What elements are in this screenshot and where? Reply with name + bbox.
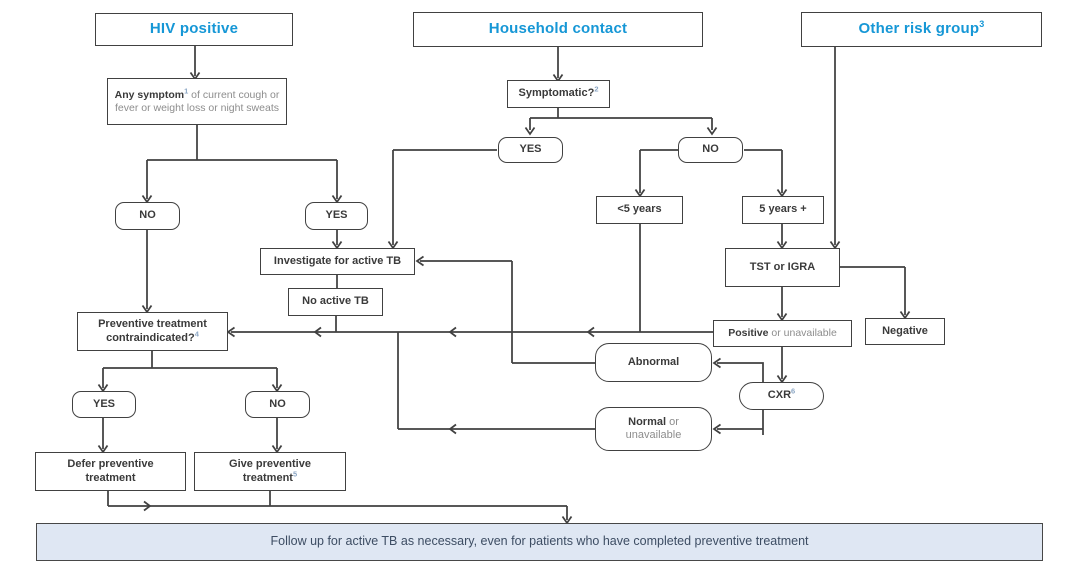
node-no-active-tb: No active TB [288, 288, 383, 316]
header-household-contact: Household contact [413, 12, 703, 47]
footnote-5: 5 [292, 468, 298, 478]
header-hiv-positive-label: HIV positive [149, 20, 239, 38]
positive-text: Positive or unavailable [728, 327, 837, 340]
node-contraindicated-yes: YES [72, 391, 136, 418]
header-other-risk-group-label: Other risk group3 [858, 19, 985, 38]
header-household-contact-label: Household contact [488, 20, 628, 38]
footnote-2: 2 [594, 84, 599, 94]
node-household-yes: YES [498, 137, 563, 163]
node-symptomatic: Symptomatic?2 [507, 80, 610, 108]
node-any-symptom: Any symptom1 of current cough or fever o… [107, 78, 287, 125]
node-negative: Negative [865, 318, 945, 345]
hiv-no-label: NO [139, 209, 156, 222]
hiv-yes-label: YES [325, 209, 348, 222]
footnote-1: 1 [184, 86, 189, 96]
household-yes-label: YES [519, 143, 542, 156]
investigate-label: Investigate for active TB [273, 254, 402, 267]
footer-banner: Follow up for active TB as necessary, ev… [36, 523, 1043, 561]
normal-text: Normal or unavailable [625, 415, 682, 441]
node-abnormal: Abnormal [595, 343, 712, 382]
flow-chevrons [143, 326, 595, 512]
footnote-4: 4 [194, 328, 199, 338]
any-symptom-text: Any symptom1 of current cough or fever o… [114, 86, 280, 114]
no-active-tb-label: No active TB [302, 295, 369, 308]
node-investigate-active-tb: Investigate for active TB [260, 248, 415, 275]
node-positive-or-unavailable: Positive or unavailable [713, 320, 852, 347]
node-hiv-yes: YES [305, 202, 368, 230]
under-5-label: <5 years [617, 203, 662, 216]
node-household-no: NO [678, 137, 743, 163]
footer-text: Follow up for active TB as necessary, ev… [270, 534, 809, 549]
footnote-6: 6 [791, 386, 796, 396]
contraindicated-yes-label: YES [92, 397, 115, 410]
household-no-label: NO [702, 143, 719, 156]
node-contraindicated-no: NO [245, 391, 310, 418]
tst-igra-label: TST or IGRA [749, 260, 816, 273]
abnormal-label: Abnormal [627, 355, 680, 368]
footnote-3: 3 [979, 19, 985, 30]
contraindicated-no-label: NO [269, 397, 286, 410]
header-hiv-positive: HIV positive [95, 13, 293, 46]
flow-lines [102, 46, 906, 520]
node-tst-or-igra: TST or IGRA [725, 248, 840, 287]
node-under-5-years: <5 years [596, 196, 683, 224]
header-other-risk-group: Other risk group3 [801, 12, 1042, 47]
node-5-years-plus: 5 years + [742, 196, 824, 224]
node-cxr: CXR6 [739, 382, 824, 410]
symptomatic-text: Symptomatic?2 [518, 84, 599, 100]
node-hiv-no: NO [115, 202, 180, 230]
negative-label: Negative [882, 324, 928, 337]
5-years-plus-label: 5 years + [759, 203, 807, 216]
cxr-text: CXR6 [767, 386, 796, 402]
node-normal-or-unavailable: Normal or unavailable [595, 407, 712, 451]
